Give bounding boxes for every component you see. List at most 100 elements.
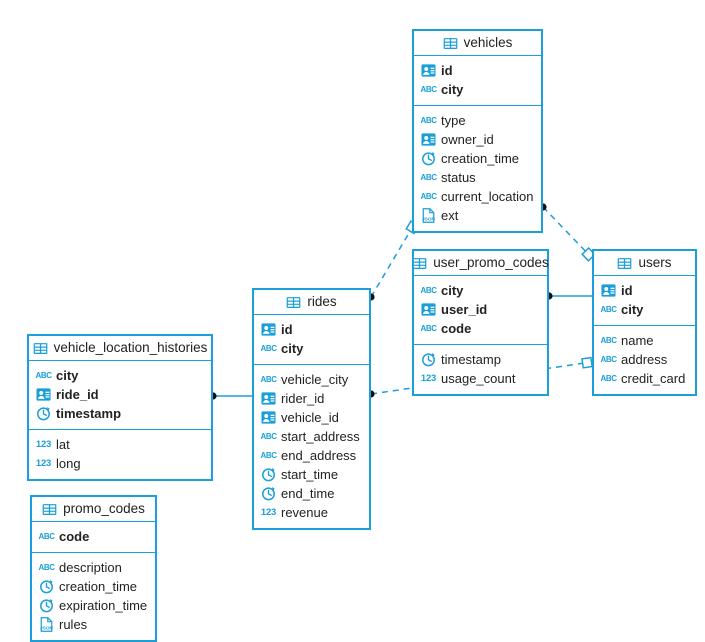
- entity-header[interactable]: vehicle_location_histories: [29, 336, 211, 361]
- key-id-icon: [261, 322, 276, 337]
- svg-text:JSON: JSON: [422, 216, 436, 222]
- column-name: city: [56, 368, 79, 383]
- column-name: ext: [441, 208, 459, 223]
- entity-column[interactable]: creation_time: [414, 149, 541, 168]
- entity-key-column[interactable]: id: [254, 320, 369, 339]
- column-name: vehicle_id: [281, 410, 339, 425]
- entity-key-column[interactable]: id: [414, 61, 541, 80]
- clock-icon: [39, 579, 54, 594]
- entity-key-column[interactable]: id: [594, 281, 695, 300]
- clock-icon: [421, 151, 436, 166]
- abc-icon: ABC: [420, 324, 437, 333]
- column-name: rules: [59, 617, 88, 632]
- entity-header[interactable]: user_promo_codes: [412, 251, 549, 276]
- column-name: id: [441, 63, 453, 78]
- column-name: lat: [56, 437, 70, 452]
- column-name: revenue: [281, 505, 328, 520]
- entity-column[interactable]: owner_id: [414, 130, 541, 149]
- clock-icon: [261, 486, 276, 501]
- svg-text:JSON: JSON: [40, 625, 54, 631]
- entity-header[interactable]: rides: [254, 290, 369, 315]
- entity-key-column[interactable]: user_id: [414, 300, 547, 319]
- entity-column[interactable]: rider_id: [254, 389, 369, 408]
- column-name: timestamp: [441, 352, 501, 367]
- relationship-vehicle_location_histories-rides[interactable]: [209, 392, 252, 400]
- table-icon: [617, 256, 632, 271]
- entity-column[interactable]: timestamp: [414, 350, 547, 369]
- entity-header[interactable]: promo_codes: [32, 497, 155, 522]
- entity-column[interactable]: JSON rules: [32, 615, 155, 634]
- entity-key-column[interactable]: timestamp: [29, 404, 211, 423]
- column-name: code: [59, 529, 90, 544]
- column-name: type: [441, 113, 466, 128]
- entity-key-column[interactable]: ride_id: [29, 385, 211, 404]
- relationship-user_promo_codes-users[interactable]: [545, 292, 592, 300]
- entity-column[interactable]: start_time: [254, 465, 369, 484]
- entity-header[interactable]: vehicles: [414, 31, 541, 56]
- entity-title: promo_codes: [63, 501, 145, 517]
- column-name: id: [281, 322, 293, 337]
- column-name: expiration_time: [59, 598, 148, 613]
- column-name: creation_time: [59, 579, 138, 594]
- table-icon: [42, 502, 57, 517]
- entity-column[interactable]: ABC end_address: [254, 446, 369, 465]
- clock-icon: [39, 598, 54, 613]
- key-id-icon: [261, 410, 276, 425]
- abc-icon: ABC: [420, 192, 437, 201]
- entity-column[interactable]: expiration_time: [32, 596, 155, 615]
- relationship-target-square: [581, 356, 593, 369]
- abc-icon: ABC: [260, 375, 277, 384]
- abc-icon: ABC: [260, 344, 277, 353]
- key-id-icon: [421, 63, 436, 78]
- column-name: end_address: [281, 448, 357, 463]
- column-name: name: [621, 333, 654, 348]
- entity-header[interactable]: users: [594, 251, 695, 276]
- abc-icon: ABC: [260, 451, 277, 460]
- entity-column[interactable]: vehicle_id: [254, 408, 369, 427]
- abc-icon: ABC: [420, 116, 437, 125]
- entity-column[interactable]: end_time: [254, 484, 369, 503]
- column-name: id: [621, 283, 633, 298]
- column-name: description: [59, 560, 122, 575]
- column-name: city: [621, 302, 644, 317]
- entity-column[interactable]: creation_time: [32, 577, 155, 596]
- table-icon: [412, 256, 427, 271]
- entity-column[interactable]: JSON ext: [414, 206, 541, 225]
- column-name: long: [56, 456, 81, 471]
- column-name: city: [441, 82, 464, 97]
- relationship-line: [370, 222, 416, 298]
- relationship-rides-vehicles[interactable]: [367, 220, 420, 301]
- entity-column[interactable]: ABC type: [414, 111, 541, 130]
